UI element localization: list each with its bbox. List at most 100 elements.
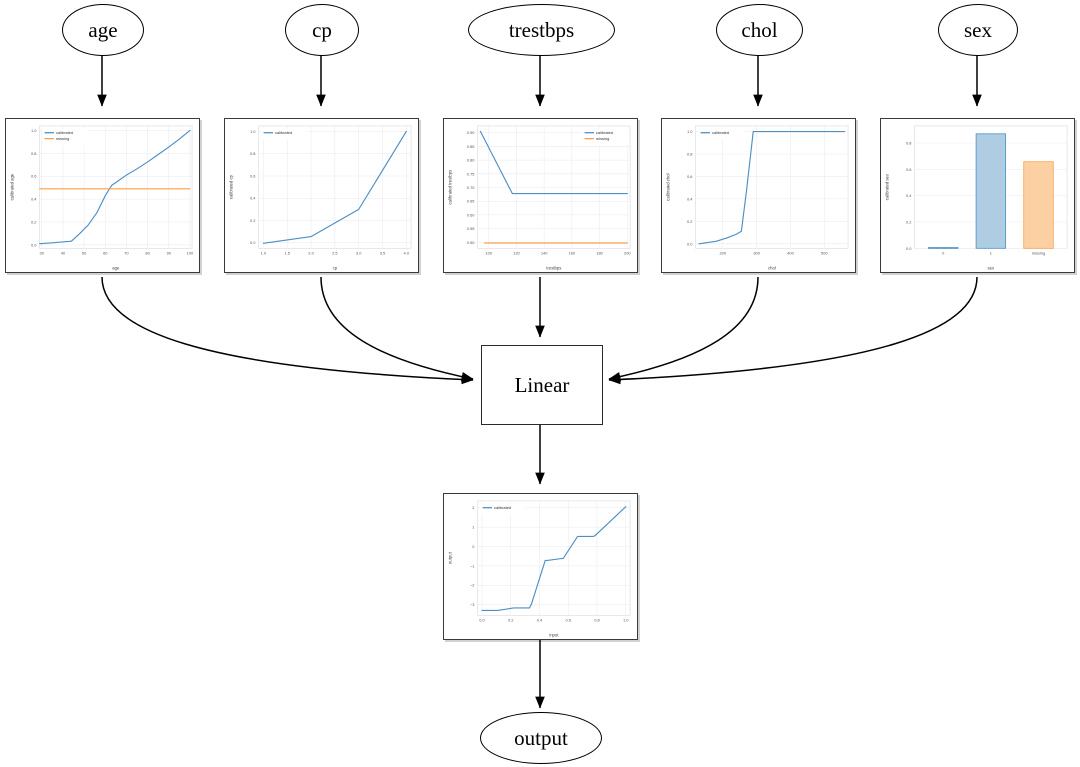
svg-text:0.60: 0.60	[467, 212, 475, 217]
svg-text:0.4: 0.4	[906, 193, 912, 198]
svg-text:calibrated: calibrated	[596, 130, 613, 135]
svg-text:0.65: 0.65	[467, 199, 475, 204]
node-sex-label: sex	[964, 17, 992, 42]
svg-text:0.2: 0.2	[906, 219, 911, 224]
svg-text:100: 100	[485, 250, 492, 255]
svg-text:cp: cp	[333, 266, 338, 271]
svg-text:4.0: 4.0	[404, 250, 410, 255]
svg-text:30: 30	[40, 250, 45, 255]
node-cp[interactable]: cp	[285, 4, 359, 56]
svg-text:trestbps: trestbps	[546, 266, 561, 271]
svg-text:300: 300	[753, 250, 760, 255]
svg-text:0.50: 0.50	[467, 240, 475, 245]
svg-text:1.0: 1.0	[31, 128, 37, 133]
svg-text:calibrated cp: calibrated cp	[228, 174, 233, 199]
svg-text:140: 140	[541, 250, 548, 255]
edge-cholchart-to-linear	[608, 276, 759, 382]
svg-text:output: output	[447, 551, 452, 564]
svg-text:200: 200	[624, 250, 631, 255]
svg-text:0: 0	[472, 544, 475, 549]
node-trestbps-label: trestbps	[508, 17, 575, 42]
svg-text:missing: missing	[1032, 250, 1045, 255]
svg-text:0.8: 0.8	[594, 617, 600, 622]
svg-text:0.70: 0.70	[467, 185, 475, 190]
svg-text:0.2: 0.2	[508, 617, 513, 622]
svg-text:input: input	[549, 633, 559, 638]
svg-text:0.6: 0.6	[687, 174, 693, 179]
node-age-label: age	[88, 17, 118, 42]
svg-text:0.0: 0.0	[250, 240, 256, 245]
svg-text:1.0: 1.0	[623, 617, 629, 622]
svg-text:40: 40	[61, 250, 66, 255]
svg-text:0.6: 0.6	[906, 167, 912, 172]
svg-text:−1: −1	[470, 563, 475, 568]
svg-text:0.0: 0.0	[479, 617, 485, 622]
svg-text:age: age	[112, 266, 120, 271]
svg-text:90: 90	[167, 250, 172, 255]
svg-text:calibrated sex: calibrated sex	[884, 173, 889, 200]
edge-sexchart-to-linear	[608, 276, 978, 385]
svg-text:0.4: 0.4	[537, 617, 543, 622]
svg-text:2.5: 2.5	[332, 250, 338, 255]
svg-text:0.0: 0.0	[906, 246, 912, 251]
svg-text:60: 60	[103, 250, 108, 255]
svg-text:0.2: 0.2	[31, 219, 36, 224]
node-chol-label: chol	[741, 17, 778, 42]
svg-text:1.0: 1.0	[261, 250, 267, 255]
svg-text:calibrated: calibrated	[494, 505, 511, 510]
svg-text:1.0: 1.0	[687, 129, 693, 134]
svg-text:50: 50	[82, 250, 87, 255]
svg-text:0.4: 0.4	[31, 197, 37, 202]
svg-text:sex: sex	[988, 266, 995, 271]
node-linear[interactable]: Linear	[481, 345, 603, 425]
svg-text:calibrated trestbps: calibrated trestbps	[447, 170, 452, 205]
svg-text:0.8: 0.8	[250, 151, 256, 156]
svg-text:3.0: 3.0	[356, 250, 362, 255]
edge-agechart-to-linear	[101, 276, 474, 385]
svg-text:0.80: 0.80	[467, 158, 475, 163]
svg-text:500: 500	[821, 250, 828, 255]
node-linear-label: Linear	[514, 372, 570, 397]
svg-text:1.0: 1.0	[250, 129, 256, 134]
svg-text:0.90: 0.90	[467, 130, 475, 135]
svg-text:0.2: 0.2	[687, 219, 692, 224]
node-sex[interactable]: sex	[938, 4, 1018, 56]
svg-text:160: 160	[569, 250, 576, 255]
node-trestbps[interactable]: trestbps	[468, 4, 615, 56]
svg-text:0.6: 0.6	[565, 617, 571, 622]
svg-text:200: 200	[719, 250, 726, 255]
svg-text:0.8: 0.8	[906, 141, 912, 146]
svg-text:0.8: 0.8	[687, 151, 693, 156]
node-chol[interactable]: chol	[716, 4, 803, 56]
svg-text:0.6: 0.6	[250, 173, 256, 178]
svg-text:3.5: 3.5	[380, 250, 386, 255]
svg-text:0.6: 0.6	[31, 174, 37, 179]
svg-text:0.4: 0.4	[687, 196, 693, 201]
svg-text:calibrated chol: calibrated chol	[665, 173, 670, 200]
svg-text:calibrated: calibrated	[275, 130, 292, 135]
svg-text:0.2: 0.2	[250, 218, 255, 223]
svg-text:400: 400	[787, 250, 794, 255]
svg-text:80: 80	[145, 250, 150, 255]
svg-text:0.0: 0.0	[31, 242, 37, 247]
node-output[interactable]: output	[480, 712, 602, 764]
svg-text:70: 70	[124, 250, 129, 255]
node-age[interactable]: age	[62, 4, 144, 56]
svg-text:calibrated: calibrated	[712, 130, 729, 135]
node-cp-label: cp	[312, 17, 332, 42]
svg-text:0.0: 0.0	[687, 241, 693, 246]
svg-text:missing: missing	[56, 136, 69, 141]
svg-text:100: 100	[187, 250, 194, 255]
